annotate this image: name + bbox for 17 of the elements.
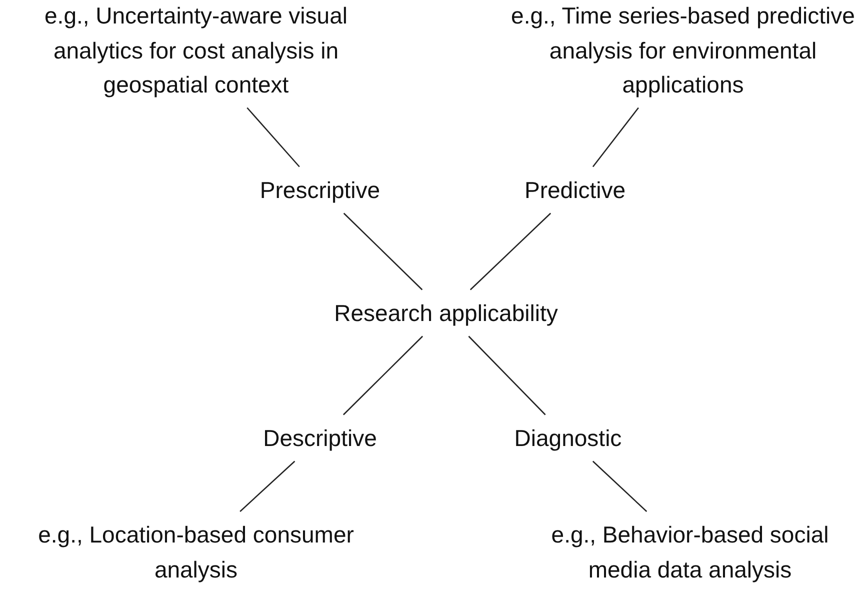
connector-line [342, 336, 424, 416]
node-label: Prescriptive [260, 176, 380, 203]
node-label: Diagnostic [514, 424, 622, 451]
node-label: e.g., Behavior-based social media data analysis [551, 522, 829, 582]
connector-line [592, 460, 648, 512]
node-label: e.g., Uncertainty-aware visual analytics for cost analysis in geospatial context [44, 2, 348, 98]
connector-line [240, 460, 296, 512]
connector-line [592, 107, 639, 168]
node-label: e.g., Time series-based predictive analysis for environmental applications [511, 2, 855, 98]
node-label: Research applicability [334, 300, 558, 326]
node-label: Descriptive [263, 424, 377, 451]
connector-line [246, 107, 300, 168]
node-label: Predictive [524, 176, 626, 203]
connector-line [468, 336, 546, 416]
node-label: e.g., Location-based consumer analysis [38, 522, 354, 582]
connector-line [470, 212, 552, 290]
connector-line [343, 212, 423, 290]
